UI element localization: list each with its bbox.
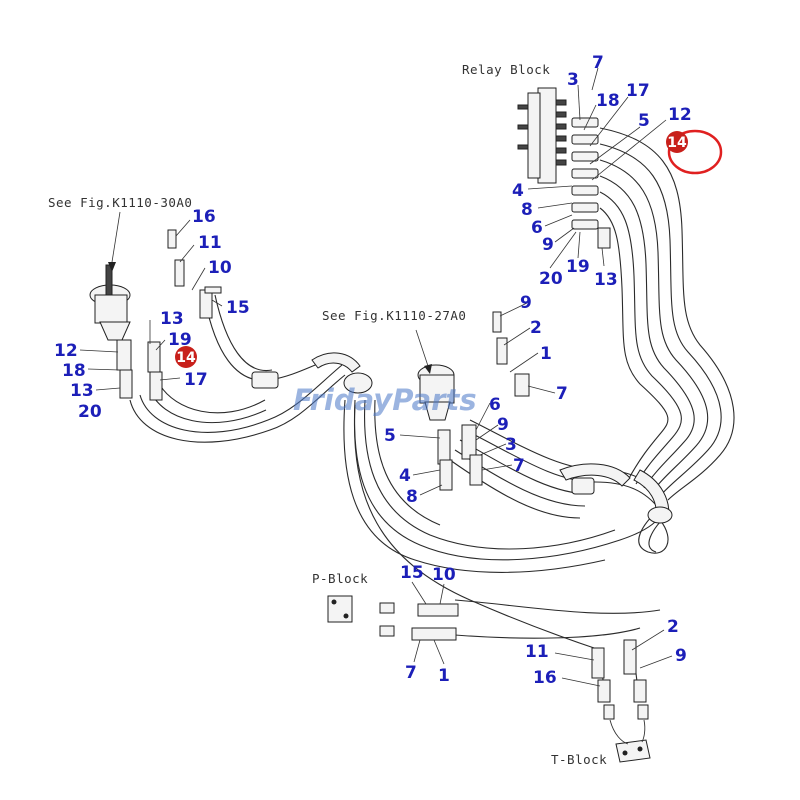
callout-3: 3 (567, 70, 579, 90)
see-fig-27a0-label: See Fig.K1110-27A0 (322, 308, 466, 323)
relay-block-label: Relay Block (462, 62, 550, 77)
callout-9-tblock: 9 (675, 646, 687, 666)
callout-9b-center: 9 (497, 415, 509, 435)
callout-2-center: 2 (530, 318, 542, 338)
badge-14-left (175, 346, 197, 368)
callout-11: 11 (198, 233, 222, 253)
callout-1-center: 1 (540, 344, 552, 364)
callout-20-left: 20 (78, 402, 102, 422)
callout-16: 16 (192, 207, 216, 227)
fridayparts-watermark: FridayParts (293, 383, 477, 417)
callout-15: 15 (226, 298, 250, 318)
callout-16-tblock: 16 (533, 668, 557, 688)
highlighted-part-14: 14 14 (175, 129, 723, 368)
relay-block (517, 87, 611, 249)
callout-7-center: 7 (556, 384, 568, 404)
callout-7: 7 (592, 53, 604, 73)
callout-7b-center: 7 (513, 456, 525, 476)
callout-10-pblock: 10 (432, 565, 456, 585)
callout-4-center: 4 (399, 466, 411, 486)
callout-9-center: 9 (520, 293, 532, 313)
callout-13-left: 13 (160, 309, 184, 329)
callout-20: 20 (539, 269, 563, 289)
callout-13b-left: 13 (70, 381, 94, 401)
callout-12-left: 12 (54, 341, 78, 361)
callout-13: 13 (594, 270, 618, 290)
leader-lines (79, 67, 673, 687)
hose-clamps (251, 352, 673, 524)
callout-18: 18 (596, 91, 620, 111)
callout-7-pblock: 7 (405, 663, 417, 683)
callout-17: 17 (626, 81, 650, 101)
relay-fittings (571, 117, 611, 249)
callout-18-left: 18 (62, 361, 86, 381)
p-block (327, 595, 459, 641)
badge-14-relay-text: 14 (667, 135, 687, 151)
see-fig-30a0-label: See Fig.K1110-30A0 (48, 195, 192, 210)
t-block (591, 639, 651, 763)
badge-14-left-text: 14 (176, 350, 196, 366)
relay-block-ports (517, 99, 567, 166)
callout-4: 4 (512, 181, 524, 201)
callout-12: 12 (668, 105, 692, 125)
callout-1-pblock: 1 (438, 666, 450, 686)
center-ppc-valve (415, 311, 530, 491)
t-block-label: T-Block (551, 752, 607, 767)
callout-8: 8 (521, 200, 533, 220)
callout-10: 10 (208, 258, 232, 278)
callout-6: 6 (531, 218, 543, 238)
callout-11-tblock: 11 (525, 642, 549, 662)
callout-15-pblock: 15 (400, 563, 424, 583)
callout-8-center: 8 (406, 487, 418, 507)
callout-5-center: 5 (384, 426, 396, 446)
callout-19-left: 19 (168, 330, 192, 350)
text-labels: Relay Block See Fig.K1110-30A0 See Fig.K… (48, 62, 607, 767)
callout-17-left: 17 (184, 370, 208, 390)
highlight-circle (667, 129, 723, 175)
badge-14-relay (666, 131, 688, 153)
left-ppc-valve (89, 211, 222, 401)
callout-5: 5 (638, 111, 650, 131)
callout-9: 9 (542, 235, 554, 255)
callout-19: 19 (566, 257, 590, 277)
see-fig-30a0-arrow (111, 211, 121, 263)
callout-2-tblock: 2 (667, 617, 679, 637)
relay-block-body (537, 87, 557, 184)
p-block-label: P-Block (312, 571, 368, 586)
callout-6-center: 6 (489, 395, 501, 415)
callout-numbers: 3 7 18 17 5 12 4 8 6 9 20 19 13 16 11 10… (54, 53, 692, 688)
callout-3-center: 3 (505, 435, 517, 455)
